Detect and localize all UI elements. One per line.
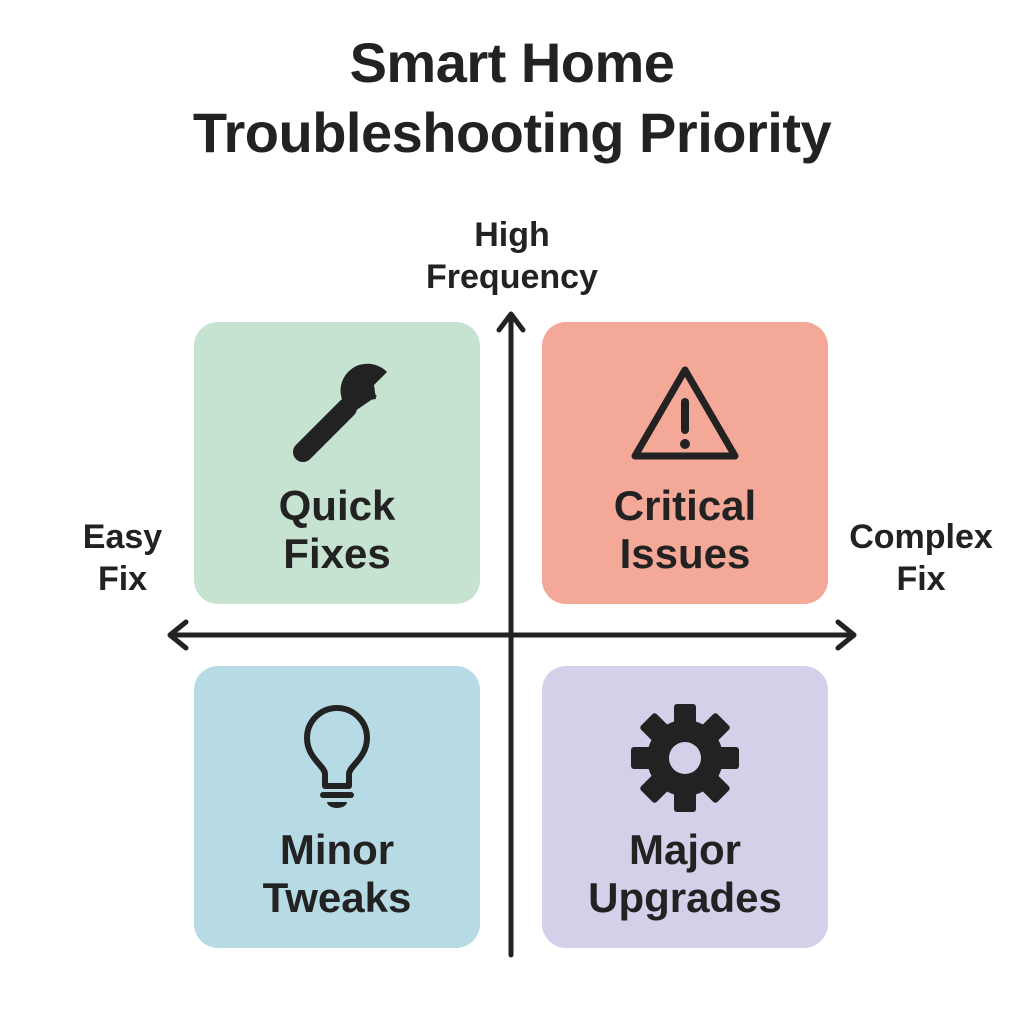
quadrant-label: Quick Fixes xyxy=(278,482,396,577)
vertical-axis-arrowhead xyxy=(496,311,526,333)
horizontal-axis-left-arrowhead xyxy=(167,619,189,651)
axis-label-high-frequency: High Frequency xyxy=(426,216,598,296)
quadrant-major-upgrades: Major Upgrades xyxy=(542,666,828,948)
wrench-icon xyxy=(293,363,387,462)
gear-icon xyxy=(631,704,739,812)
title-line-2: Troubleshooting Priority xyxy=(192,101,832,164)
axis-label-complex-fix: Complex Fix xyxy=(849,518,993,598)
quadrant-label: Major Upgrades xyxy=(588,826,782,921)
quadrant-label: Minor Tweaks xyxy=(262,826,412,921)
title-line-1: Smart Home xyxy=(349,31,675,94)
lightbulb-icon xyxy=(304,705,370,808)
quadrant-critical-issues: Critical Issues xyxy=(542,322,828,604)
quadrant-label: Critical Issues xyxy=(613,482,757,577)
axis-label-easy-fix: Easy Fix xyxy=(82,518,163,598)
horizontal-axis-right-arrowhead xyxy=(835,619,857,651)
quadrant-quick-fixes: Quick Fixes xyxy=(194,322,480,604)
diagram-title: Smart Home Troubleshooting Priority xyxy=(0,28,1024,168)
quadrant-minor-tweaks: Minor Tweaks xyxy=(194,666,480,948)
warning-icon xyxy=(631,366,739,460)
